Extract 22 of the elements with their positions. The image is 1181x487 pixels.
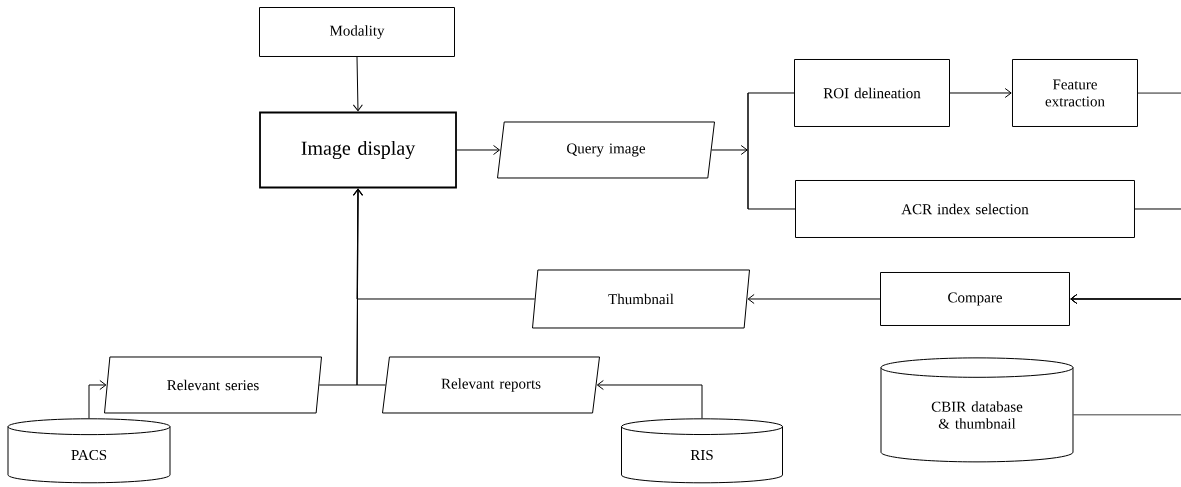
data-parallelogram: Query image xyxy=(497,121,715,179)
data-parallelogram: Relevant series xyxy=(104,356,322,414)
data-parallelogram: Relevant reports xyxy=(382,356,600,414)
arrow xyxy=(88,380,107,419)
arrow xyxy=(456,145,501,155)
database-cylinder: CBIR database & thumbnail xyxy=(880,357,1074,463)
data-parallelogram: Thumbnail xyxy=(532,269,750,329)
arrow xyxy=(353,188,386,386)
display-box: Image display xyxy=(259,111,457,189)
process-box: ACR index selection xyxy=(795,180,1135,238)
arrow xyxy=(352,56,363,112)
process-box: ROI delineation xyxy=(794,59,950,127)
arrow xyxy=(596,380,703,419)
database-cylinder: PACS xyxy=(7,418,171,484)
process-box: Modality xyxy=(259,7,455,57)
process-box: Compare xyxy=(880,272,1070,326)
arrow xyxy=(747,294,881,304)
arrow xyxy=(949,88,1012,98)
process-box: Feature extraction xyxy=(1012,59,1138,127)
database-cylinder: RIS xyxy=(621,418,783,484)
arrow xyxy=(1070,294,1181,416)
arrow xyxy=(711,145,748,155)
